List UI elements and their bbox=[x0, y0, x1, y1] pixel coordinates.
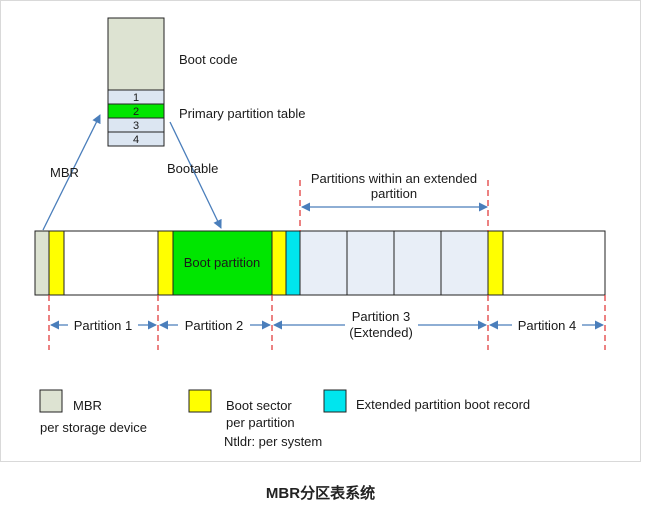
logical-partition-2 bbox=[346, 230, 395, 296]
legend: MBR per storage device Boot sector per p… bbox=[39, 389, 530, 449]
logical-partition-3 bbox=[393, 230, 442, 296]
boot-code-block bbox=[107, 17, 165, 91]
partition-4-label: Partition 4 bbox=[518, 318, 577, 333]
partition-3-sublabel: (Extended) bbox=[349, 325, 413, 340]
mbr-block bbox=[34, 230, 50, 296]
partition-1-body bbox=[63, 230, 159, 296]
legend-ebr-title: Extended partition boot record bbox=[356, 397, 530, 412]
legend-mbr-title: MBR bbox=[73, 398, 102, 413]
disk-bar: Boot partition bbox=[34, 230, 606, 296]
partition-dividers bbox=[48, 180, 606, 350]
legend-boot-sector-sub1: per partition bbox=[226, 415, 295, 430]
extended-boot-record bbox=[285, 230, 301, 296]
table-entry-1-label: 1 bbox=[133, 92, 139, 104]
legend-ebr-swatch bbox=[323, 389, 347, 413]
boot-sector-p2 bbox=[157, 230, 174, 296]
mbr-arrow bbox=[42, 114, 101, 231]
boot-partition bbox=[172, 230, 273, 296]
boot-record-stack: 1 2 3 4 bbox=[107, 17, 165, 147]
table-entry-4 bbox=[107, 131, 165, 147]
logical-partition-1 bbox=[299, 230, 348, 296]
table-entry-4-label: 4 bbox=[133, 134, 139, 146]
figure-caption: MBR分区表系统 bbox=[265, 485, 376, 502]
legend-mbr-swatch bbox=[39, 389, 63, 413]
table-entry-3-label: 3 bbox=[133, 120, 139, 132]
boot-partition-label: Boot partition bbox=[184, 255, 261, 270]
table-entry-2-label: 2 bbox=[133, 106, 139, 118]
extended-annotation-line2: partition bbox=[371, 186, 417, 201]
partition-2-label: Partition 2 bbox=[185, 318, 244, 333]
legend-boot-sector-sub2: Ntldr: per system bbox=[224, 434, 322, 449]
legend-boot-sector-swatch bbox=[188, 389, 212, 413]
boot-sector-p1 bbox=[48, 230, 65, 296]
partition-3-label: Partition 3 bbox=[352, 309, 411, 324]
partition-1-label: Partition 1 bbox=[74, 318, 133, 333]
mbr-arrow-label: MBR bbox=[50, 165, 79, 180]
primary-partition-table-label: Primary partition table bbox=[179, 106, 305, 121]
boot-sector-p2-end bbox=[271, 230, 287, 296]
legend-mbr-sub: per storage device bbox=[40, 420, 147, 435]
legend-boot-sector-title: Boot sector bbox=[226, 398, 292, 413]
boot-sector-p4 bbox=[487, 230, 504, 296]
bootable-arrow bbox=[169, 121, 222, 229]
logical-partition-4 bbox=[440, 230, 489, 296]
partition-4-body bbox=[502, 230, 606, 296]
extended-annotation-line1: Partitions within an extended bbox=[311, 171, 477, 186]
boot-code-label: Boot code bbox=[179, 52, 238, 67]
bootable-label: Bootable bbox=[167, 161, 218, 176]
